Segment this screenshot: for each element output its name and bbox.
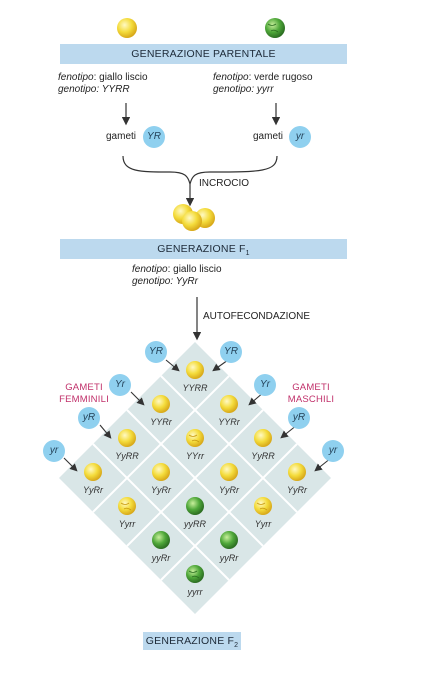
fenotipo-value: : giallo liscio bbox=[167, 264, 222, 275]
pea-yyRR bbox=[186, 497, 204, 515]
selfing-label: AUTOFECONDAZIONE bbox=[203, 311, 311, 322]
male-label-line1: GAMETI bbox=[292, 382, 330, 393]
gamete-arrow bbox=[130, 391, 145, 406]
parent-right-info: fenotipo: verde rugoso genotipo: yyrr bbox=[213, 72, 313, 96]
genotipo-label: genotipo bbox=[58, 84, 97, 95]
gamete-arrow bbox=[165, 359, 180, 372]
genotype-label: YYrr bbox=[186, 451, 205, 461]
band-f1-sub: 1 bbox=[245, 250, 250, 258]
genotype-label: Yyrr bbox=[255, 519, 273, 529]
band-f2-text: GENERAZIONE F bbox=[145, 635, 235, 647]
genotipo-value: : YYRR bbox=[96, 84, 130, 95]
fenotipo-value: : giallo liscio bbox=[93, 72, 148, 83]
pea-YyRr bbox=[288, 463, 306, 481]
punnett-grid-line bbox=[126, 409, 264, 547]
female-label-line2: FEMMINILI bbox=[59, 394, 109, 405]
genotipo-value: : yyrr bbox=[251, 84, 274, 95]
parent-green-pea bbox=[265, 18, 285, 38]
pea-YYrr bbox=[186, 429, 204, 447]
band-f1-text: GENERAZIONE F bbox=[157, 243, 246, 255]
pea-YYRr bbox=[152, 395, 170, 413]
pea-YyRR bbox=[118, 429, 136, 447]
male-gamete-Yr: Yr bbox=[254, 374, 276, 396]
band-parental-text: GENERAZIONE PARENTALE bbox=[131, 48, 276, 60]
gameti-label-right: gameti bbox=[253, 131, 284, 142]
male-gamete-yr: yr bbox=[322, 440, 344, 462]
genotype-label: yyrr bbox=[187, 587, 204, 597]
genotype-label: YYRr bbox=[218, 417, 241, 427]
genotype-label: YYRr bbox=[150, 417, 173, 427]
f1-info: fenotipo: giallo liscio genotipo: YyRr bbox=[132, 264, 222, 288]
fenotipo-label: fenotipo bbox=[132, 264, 168, 275]
gameti-label-left: gameti bbox=[106, 131, 137, 142]
genotype-label: YyRr bbox=[219, 485, 240, 495]
genotype-label: yyRr bbox=[151, 553, 171, 563]
fenotipo-label: fenotipo bbox=[213, 72, 249, 83]
cross-brace bbox=[122, 155, 278, 185]
pea-YYRr bbox=[220, 395, 238, 413]
genotype-label: YyRR bbox=[115, 451, 139, 461]
pea-YyRR bbox=[254, 429, 272, 447]
genotype-label: Yyrr bbox=[119, 519, 137, 529]
band-f1-generation: GENERAZIONE F1 bbox=[60, 239, 347, 259]
female-gamete-Yr: Yr bbox=[109, 374, 131, 396]
f1-pea-3 bbox=[182, 211, 202, 231]
pea-YyRr bbox=[220, 463, 238, 481]
band-f2-sub: 2 bbox=[234, 642, 239, 650]
pea-wrinkle bbox=[256, 502, 268, 511]
cross-label: INCROCIO bbox=[199, 178, 249, 189]
pea-Yyrr bbox=[118, 497, 136, 515]
genotype-label: YyRr bbox=[83, 485, 104, 495]
gamete-arrow bbox=[99, 424, 112, 439]
genotype-label: yyRR bbox=[183, 519, 206, 529]
band-f2-generation: GENERAZIONE F2 bbox=[143, 632, 241, 650]
genotype-label: YyRr bbox=[287, 485, 308, 495]
female-gamete-YR: YR bbox=[145, 341, 167, 363]
pea-wrinkle bbox=[188, 570, 200, 579]
punnett-grid-line bbox=[160, 443, 298, 581]
pea-yyRr bbox=[220, 531, 238, 549]
male-gamete-YR: YR bbox=[220, 341, 242, 363]
female-label-line1: GAMETI bbox=[65, 382, 103, 393]
genotipo-label: genotipo bbox=[132, 276, 171, 287]
parent-left-info: fenotipo: giallo liscio genotipo: YYRR bbox=[58, 72, 148, 96]
pea-wrinkle bbox=[120, 502, 132, 511]
female-gamete-yr: yr bbox=[43, 440, 65, 462]
punnett-grid-line bbox=[92, 443, 230, 581]
genotype-label: YyRr bbox=[151, 485, 172, 495]
fenotipo-value: : verde rugoso bbox=[248, 72, 313, 83]
fenotipo-label: fenotipo bbox=[58, 72, 94, 83]
genotype-label: YyRR bbox=[251, 451, 275, 461]
male-label-line2: MASCHILI bbox=[287, 394, 335, 405]
band-parental-generation: GENERAZIONE PARENTALE bbox=[60, 44, 347, 64]
pea-YyRr bbox=[152, 463, 170, 481]
female-gamete-yR: yR bbox=[78, 407, 100, 429]
pea-yyrr bbox=[186, 565, 204, 583]
genotipo-value: : YyRr bbox=[170, 276, 198, 287]
male-gametes-label: GAMETI MASCHILI bbox=[280, 382, 342, 406]
pea-yyRr bbox=[152, 531, 170, 549]
gamete-bubble-right: yr bbox=[289, 126, 311, 148]
pea-YYRR bbox=[186, 361, 204, 379]
genotipo-label: genotipo bbox=[213, 84, 252, 95]
pea-wrinkle bbox=[188, 434, 200, 443]
parent-yellow-pea bbox=[117, 18, 137, 38]
genotype-label: YYRR bbox=[182, 383, 208, 393]
genotype-label: yyRr bbox=[219, 553, 239, 563]
male-gamete-yR: yR bbox=[288, 407, 310, 429]
female-gametes-label: GAMETI FEMMINILI bbox=[52, 382, 116, 406]
pea-YyRr bbox=[84, 463, 102, 481]
gamete-bubble-left: YR bbox=[143, 126, 165, 148]
pea-Yyrr bbox=[254, 497, 272, 515]
gamete-arrow bbox=[63, 457, 78, 472]
parent-green-pea-wrinkles bbox=[267, 23, 279, 33]
